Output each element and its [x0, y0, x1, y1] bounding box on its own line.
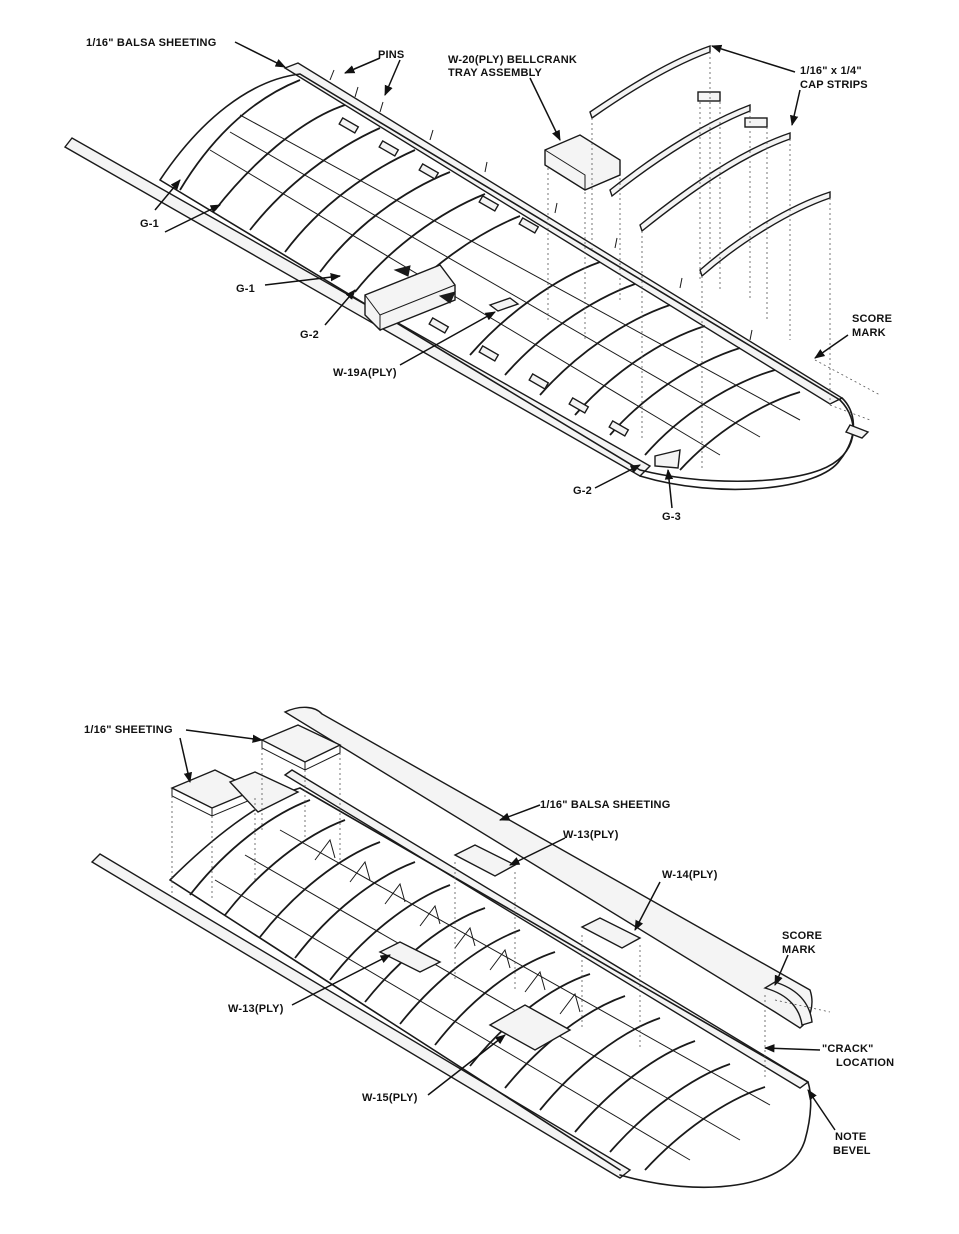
- label-w13-left: W-13(PLY): [228, 1003, 284, 1015]
- w20-bellcrank-tray: [545, 135, 620, 190]
- label-g2-a: G-2: [300, 329, 319, 341]
- top-ribs: [180, 80, 800, 470]
- label-w14: W-14(PLY): [662, 869, 718, 881]
- label-cap-strips-line1: 1/16" x 1/4": [800, 65, 862, 77]
- bottom-leading-edge-sheeting: [285, 707, 812, 1028]
- top-wing-diagram: 1/16" BALSA SHEETING PINS W-20(PLY) BELL…: [65, 37, 892, 523]
- label-score-line2: MARK: [852, 327, 886, 339]
- label-note-line2: BEVEL: [833, 1145, 871, 1157]
- label-w19a: W-19A(PLY): [333, 367, 397, 379]
- label-note-line1: NOTE: [835, 1131, 866, 1143]
- top-spar-front: [210, 150, 720, 455]
- label-g1-a: G-1: [140, 218, 159, 230]
- top-g3-tip: [655, 450, 680, 468]
- label-g2-b: G-2: [573, 485, 592, 497]
- label-g1-b: G-1: [236, 283, 255, 295]
- label-bottom-balsa-sheeting: 1/16" BALSA SHEETING: [540, 799, 670, 811]
- w15-part: [490, 1005, 570, 1050]
- label-crack-line2: LOCATION: [836, 1057, 894, 1069]
- label-bottom-score-line2: MARK: [782, 944, 816, 956]
- w13-left-part: [380, 942, 440, 972]
- label-pins: PINS: [378, 49, 404, 61]
- label-w13-top: W-13(PLY): [563, 829, 619, 841]
- label-sheeting: 1/16" SHEETING: [84, 724, 173, 736]
- top-wing-outline: [160, 74, 853, 481]
- label-bellcrank-line1: W-20(PLY) BELLCRANK: [448, 54, 577, 66]
- label-balsa-sheeting: 1/16" BALSA SHEETING: [86, 37, 216, 49]
- label-score-line1: SCORE: [852, 313, 892, 325]
- label-g3: G-3: [662, 511, 681, 523]
- top-cap-strips: [590, 46, 830, 276]
- label-bellcrank-line2: TRAY ASSEMBLY: [448, 67, 543, 79]
- w19a-ply-part: [490, 298, 518, 311]
- label-cap-strips-line2: CAP STRIPS: [800, 79, 868, 91]
- label-crack-line1: "CRACK": [822, 1043, 874, 1055]
- bottom-wing-diagram: 1/16" SHEETING 1/16" BALSA SHEETING W-13…: [84, 707, 894, 1187]
- label-bottom-score-line1: SCORE: [782, 930, 822, 942]
- top-trailing-edge: [65, 138, 650, 476]
- w13-top-part: [455, 845, 515, 876]
- label-w15: W-15(PLY): [362, 1092, 418, 1104]
- bottom-trailing-edge: [92, 854, 630, 1178]
